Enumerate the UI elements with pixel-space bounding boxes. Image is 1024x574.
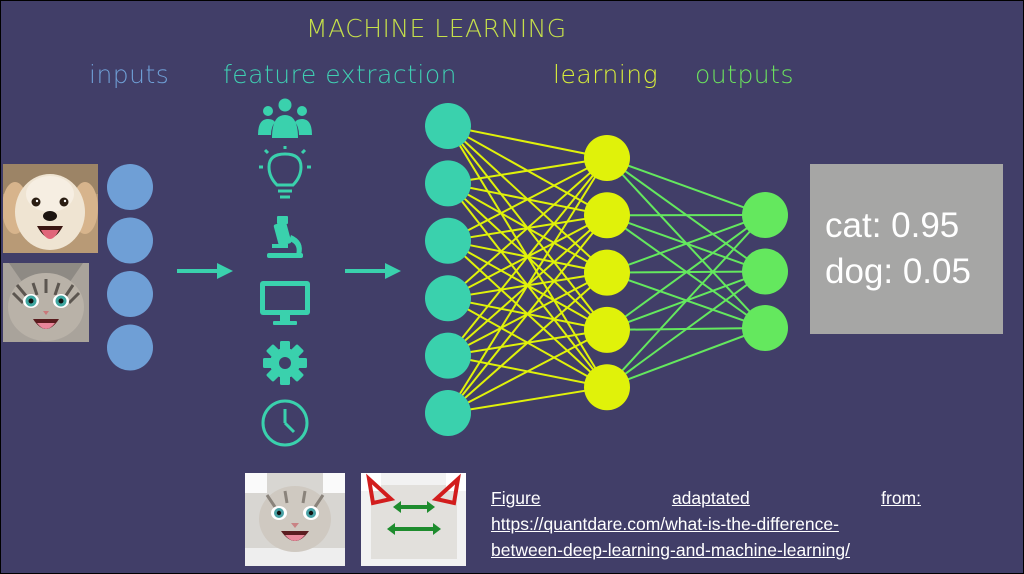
- connection-1-5-4: [447, 386, 608, 414]
- connection-1-3-0: [447, 157, 608, 299]
- microscope-icon: [267, 216, 303, 258]
- gear-icon: [263, 341, 307, 385]
- connection-1-4-0: [447, 157, 608, 357]
- connection-1-1-0: [447, 157, 608, 185]
- hidden-node-2: [584, 192, 630, 239]
- feature-node-6: [425, 390, 471, 436]
- connection-2-4-1: [606, 270, 766, 389]
- result-dog-score: dog: 0.05: [825, 252, 971, 291]
- hidden-node-5: [584, 364, 630, 411]
- feature-node-1: [425, 103, 471, 149]
- feature-node-2: [425, 160, 471, 207]
- source-link-line-1[interactable]: https://quantdare.com/what-is-the-differ…: [491, 514, 839, 534]
- connection-2-3-0: [606, 214, 766, 331]
- feature-node-5: [425, 332, 471, 379]
- figure-caption: Figure adaptated from: https://quantdare…: [491, 485, 921, 563]
- connection-1-5-3: [447, 329, 608, 414]
- caption-word-from: from:: [881, 488, 921, 508]
- arrow-features-to-network: [345, 263, 401, 279]
- stage-label-learning: learning: [553, 60, 659, 89]
- hidden-node-4: [584, 306, 630, 353]
- lightbulb-icon: [259, 146, 311, 199]
- cat-face-thumbnail: [245, 473, 345, 566]
- connection-1-5-1: [447, 214, 608, 414]
- dog-photo: [3, 164, 98, 253]
- caption-word-figure: Figure: [491, 488, 541, 508]
- clock-icon: [261, 399, 309, 447]
- input-node-4: [107, 324, 153, 371]
- feature-node-3: [425, 217, 471, 264]
- input-node-3: [107, 271, 153, 317]
- output-node-3: [742, 305, 788, 351]
- connection-2-4-2: [606, 327, 766, 389]
- caption-word-adaptated: adaptated: [671, 488, 750, 508]
- result-cat-score: cat: 0.95: [825, 206, 960, 245]
- input-node-1: [107, 164, 153, 210]
- connection-1-2-0: [447, 157, 608, 242]
- connection-2-4-0: [606, 214, 766, 388]
- stage-label-feature-extraction: feature extraction: [223, 60, 457, 89]
- arrow-inputs-to-features: [177, 263, 233, 279]
- stage-label-inputs: inputs: [89, 60, 170, 89]
- connection-1-5-0: [447, 157, 608, 414]
- hidden-node-3: [584, 249, 630, 296]
- monitor-icon: [260, 281, 310, 325]
- connection-1-5-2: [447, 271, 608, 414]
- feature-annotation-thumbnail: [361, 473, 466, 566]
- diagram-title: MACHINE LEARNING: [306, 14, 567, 43]
- hidden-node-1: [584, 135, 630, 181]
- output-node-2: [742, 248, 788, 295]
- connection-2-0-0: [606, 157, 766, 216]
- connection-1-0-0: [447, 125, 608, 159]
- stage-label-outputs: outputs: [695, 60, 794, 89]
- source-link-line-2[interactable]: between-deep-learning-and-machine-learni…: [491, 540, 850, 560]
- output-node-1: [742, 192, 788, 238]
- classification-result-box: cat: 0.95 dog: 0.05: [810, 164, 1003, 334]
- connection-2-2-0: [606, 214, 766, 274]
- input-node-2: [107, 217, 153, 264]
- cat-photo: [3, 263, 89, 342]
- network-connections: [447, 125, 766, 414]
- people-icon: [258, 98, 312, 138]
- feature-node-4: [425, 275, 471, 322]
- network-nodes: [107, 103, 788, 436]
